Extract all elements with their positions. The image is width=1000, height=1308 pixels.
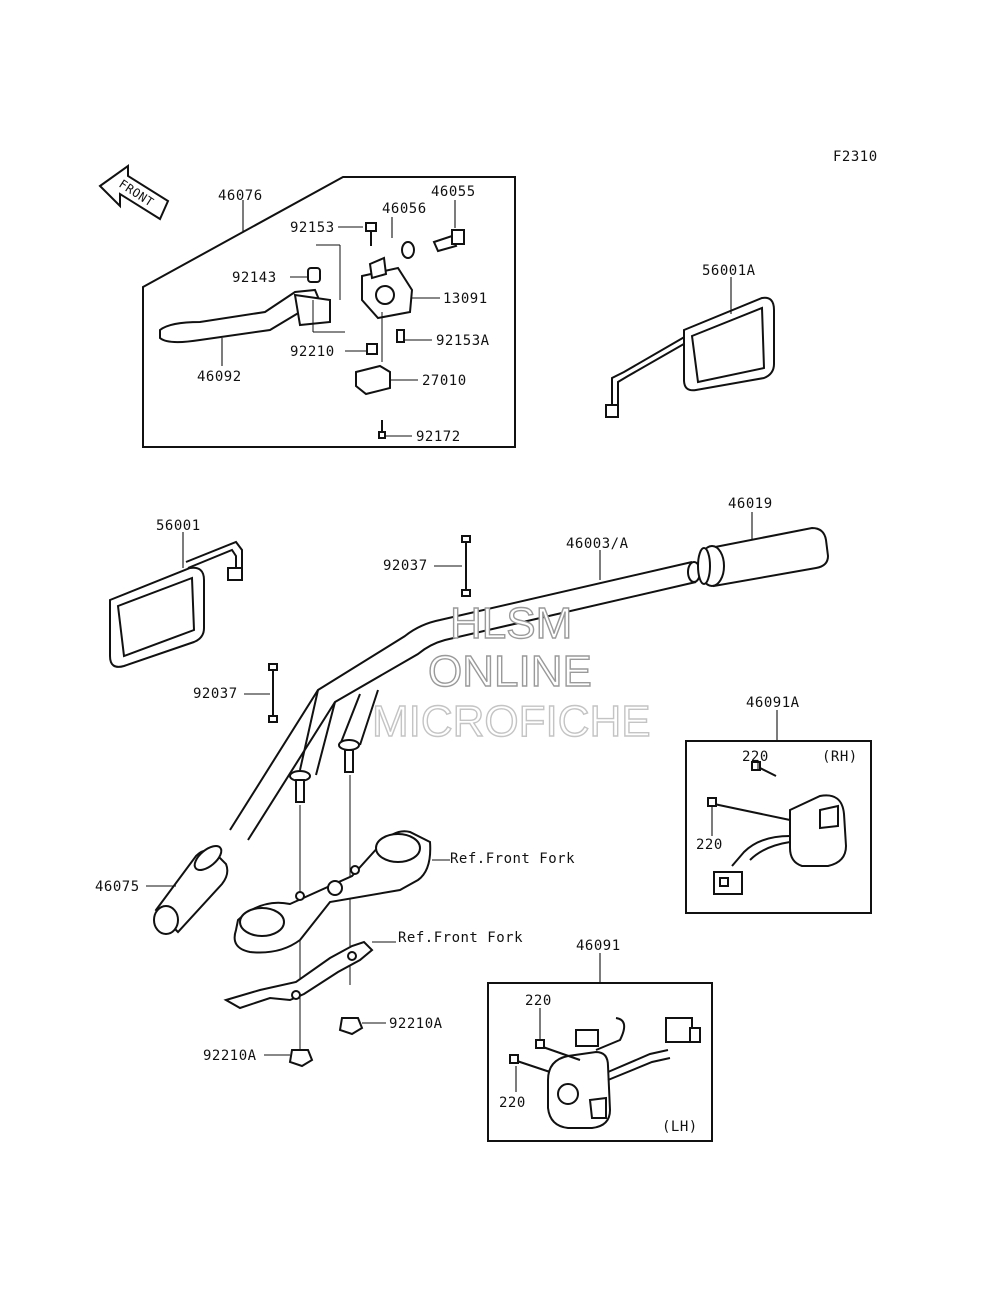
label-27010: 27010 bbox=[422, 373, 467, 389]
label-rh: (RH) bbox=[822, 749, 858, 765]
label-ref-front-fork-1: Ref.Front Fork bbox=[450, 851, 575, 867]
watermark-line3: MICROFICHE bbox=[372, 697, 651, 746]
lower-plate bbox=[223, 940, 396, 1010]
label-92143: 92143 bbox=[232, 270, 277, 286]
label-92037-top: 92037 bbox=[383, 558, 428, 574]
watermark-line2: ONLINE bbox=[428, 647, 592, 696]
label-220-lh-bottom: 220 bbox=[499, 1095, 526, 1111]
handlebar-holder bbox=[233, 739, 450, 1050]
label-46092: 46092 bbox=[197, 369, 242, 385]
mirror-left bbox=[109, 532, 243, 668]
label-92153: 92153 bbox=[290, 220, 335, 236]
label-46003: 46003/A bbox=[566, 536, 629, 552]
right-grip bbox=[697, 512, 830, 588]
label-56001: 56001 bbox=[156, 518, 201, 534]
label-92172: 92172 bbox=[416, 429, 461, 445]
clamp-bolts bbox=[244, 535, 471, 723]
label-46075: 46075 bbox=[95, 879, 140, 895]
nuts bbox=[264, 1017, 386, 1068]
label-46019: 46019 bbox=[728, 496, 773, 512]
label-46091a: 46091A bbox=[746, 695, 800, 711]
label-220-rh-top: 220 bbox=[742, 749, 769, 765]
label-13091: 13091 bbox=[443, 291, 488, 307]
left-grip bbox=[146, 845, 229, 935]
label-92210a-right: 92210A bbox=[389, 1016, 443, 1032]
label-46056: 46056 bbox=[382, 201, 427, 217]
clutch-lever-box bbox=[142, 176, 516, 448]
label-46055: 46055 bbox=[431, 184, 476, 200]
label-92153a: 92153A bbox=[436, 333, 490, 349]
watermark-line1: HLSM bbox=[450, 599, 572, 648]
clutch-switch bbox=[355, 364, 391, 396]
label-92210: 92210 bbox=[290, 344, 335, 360]
switch-box-lh bbox=[487, 953, 713, 1142]
label-220-lh-top: 220 bbox=[525, 993, 552, 1009]
label-ref-front-fork-2: Ref.Front Fork bbox=[398, 930, 523, 946]
figure-code: F2310 bbox=[833, 149, 878, 165]
mirror-right bbox=[605, 277, 775, 418]
label-46091: 46091 bbox=[576, 938, 621, 954]
front-arrow-icon: FRONT bbox=[98, 164, 170, 221]
switch-box-rh bbox=[685, 710, 872, 914]
label-46076: 46076 bbox=[218, 188, 263, 204]
label-56001a: 56001A bbox=[702, 263, 756, 279]
label-92210a-left: 92210A bbox=[203, 1048, 257, 1064]
label-lh: (LH) bbox=[662, 1119, 698, 1135]
label-92037-bottom: 92037 bbox=[193, 686, 238, 702]
label-220-rh-left: 220 bbox=[696, 837, 723, 853]
